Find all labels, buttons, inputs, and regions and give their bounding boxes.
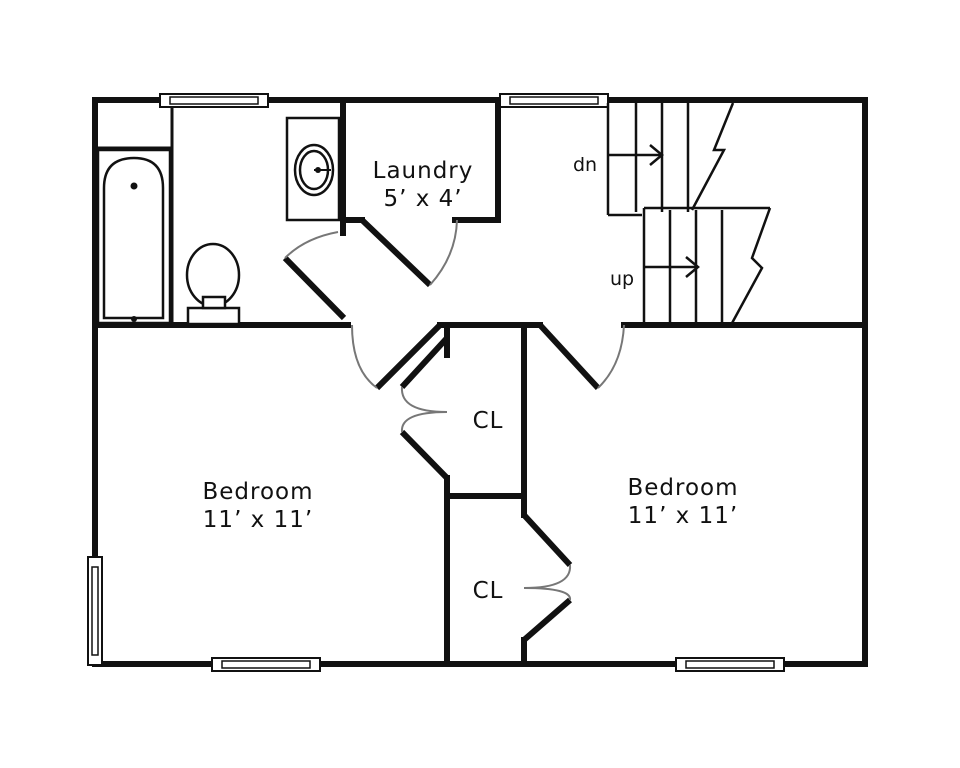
- room-labels: Laundry 5’ x 4’ Bedroom 11’ x 11’ Bedroo…: [202, 158, 738, 604]
- window-bath-top: [159, 93, 269, 108]
- stair-down-run: [606, 102, 735, 217]
- exterior-wall: [92, 97, 868, 667]
- stair-down-label: dn: [573, 154, 597, 176]
- door-bedroom-left: [351, 322, 443, 391]
- closet-upper-label: CL: [473, 408, 504, 434]
- laundry-name: Laundry: [373, 158, 474, 184]
- door-laundry: [359, 217, 458, 288]
- door-bedroom-right: [537, 322, 625, 391]
- bathroom-fixtures: [96, 116, 341, 326]
- bedroom-left-size: 11’ x 11’: [203, 507, 313, 533]
- closet-lower-label: CL: [473, 578, 504, 604]
- windows: [87, 93, 785, 672]
- door-bathroom: [282, 231, 347, 321]
- stair-up-label: up: [610, 268, 634, 290]
- window-hall-top: [499, 93, 609, 108]
- window-left-wall: [87, 556, 103, 666]
- exterior-walls: [92, 97, 868, 667]
- laundry-size: 5’ x 4’: [383, 186, 462, 212]
- bedroom-left-name: Bedroom: [202, 479, 313, 505]
- door-closet-upper: [399, 335, 450, 481]
- stairs: dn up: [573, 102, 772, 326]
- doors: [282, 217, 625, 643]
- sink: [285, 116, 341, 222]
- stair-up-run: [642, 206, 772, 326]
- window-bottom-left: [211, 657, 321, 672]
- bedroom-right-size: 11’ x 11’: [628, 503, 738, 529]
- bedroom-right-name: Bedroom: [627, 475, 738, 501]
- bathtub: [96, 148, 172, 325]
- toilet: [185, 242, 241, 326]
- window-bottom-right: [675, 657, 785, 672]
- door-closet-lower: [521, 512, 573, 643]
